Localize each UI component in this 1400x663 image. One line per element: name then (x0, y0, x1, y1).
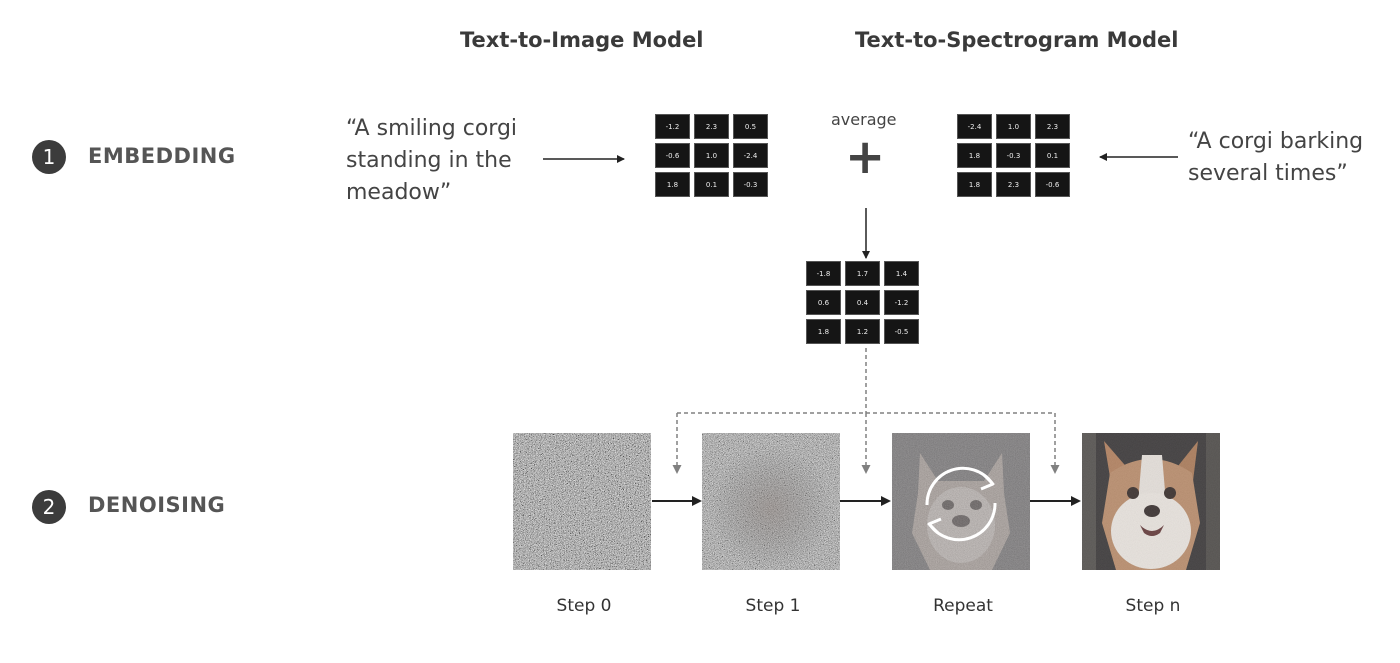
matrix-cell: 1.8 (957, 172, 992, 197)
matrix-cell: 0.5 (733, 114, 768, 139)
audio-prompt-line-2: several times” (1188, 161, 1348, 186)
matrix-cell: 1.8 (655, 172, 690, 197)
matrix-cell: 2.3 (1035, 114, 1070, 139)
audio-embedding-matrix: -2.4 1.0 2.3 1.8 -0.3 0.1 1.8 2.3 -0.6 (957, 114, 1070, 197)
matrix-cell: -1.2 (655, 114, 690, 139)
matrix-cell: 0.6 (806, 290, 841, 315)
matrix-cell: 1.0 (996, 114, 1031, 139)
stage-1-badge: 1 (32, 140, 66, 174)
matrix-cell: -2.4 (733, 143, 768, 168)
step-1-image (702, 433, 840, 570)
step-0-caption: Step 0 (556, 596, 612, 616)
matrix-cell: -0.5 (884, 319, 919, 344)
refresh-icon (925, 466, 997, 542)
audio-prompt-line-1: “A corgi barking (1188, 129, 1364, 154)
matrix-cell: 1.7 (845, 261, 880, 286)
matrix-cell: 1.2 (845, 319, 880, 344)
image-prompt-line-2: standing in the (346, 148, 512, 173)
image-prompt: “A smiling corgi standing in the meadow” (346, 113, 517, 209)
matrix-cell: 1.8 (806, 319, 841, 344)
audio-prompt: “A corgi barking several times” (1188, 126, 1363, 190)
image-prompt-line-1: “A smiling corgi (346, 116, 518, 141)
stage-2-label: DENOISING (88, 493, 226, 517)
matrix-cell: -0.3 (733, 172, 768, 197)
image-embedding-matrix: -1.2 2.3 0.5 -0.6 1.0 -2.4 1.8 0.1 -0.3 (655, 114, 768, 197)
repeat-caption: Repeat (933, 596, 993, 616)
matrix-cell: 0.4 (845, 290, 880, 315)
matrix-cell: 2.3 (996, 172, 1031, 197)
image-prompt-line-3: meadow” (346, 180, 452, 205)
average-label: average (831, 110, 897, 129)
matrix-cell: -0.3 (996, 143, 1031, 168)
matrix-cell: -1.8 (806, 261, 841, 286)
image-model-title: Text-to-Image Model (460, 28, 704, 52)
spectrogram-model-title: Text-to-Spectrogram Model (855, 28, 1179, 52)
matrix-cell: 0.1 (694, 172, 729, 197)
matrix-cell: 1.8 (957, 143, 992, 168)
matrix-cell: -0.6 (655, 143, 690, 168)
repeat-image (892, 433, 1030, 570)
matrix-cell: -0.6 (1035, 172, 1070, 197)
matrix-cell: -2.4 (957, 114, 992, 139)
matrix-cell: 1.0 (694, 143, 729, 168)
matrix-cell: 1.4 (884, 261, 919, 286)
plus-icon: + (845, 129, 886, 185)
matrix-cell: 2.3 (694, 114, 729, 139)
step-0-image (513, 433, 651, 570)
stage-2-badge: 2 (32, 490, 66, 524)
matrix-cell: -1.2 (884, 290, 919, 315)
average-embedding-matrix: -1.8 1.7 1.4 0.6 0.4 -1.2 1.8 1.2 -0.5 (806, 261, 919, 344)
step-n-caption: Step n (1125, 596, 1181, 616)
matrix-cell: 0.1 (1035, 143, 1070, 168)
step-1-caption: Step 1 (745, 596, 801, 616)
step-n-image (1082, 433, 1220, 570)
stage-1-label: EMBEDDING (88, 144, 236, 168)
